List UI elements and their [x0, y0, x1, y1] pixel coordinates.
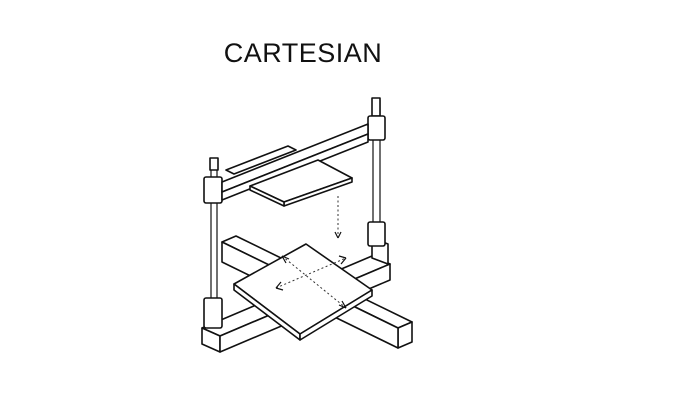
- diagram-title: CARTESIAN: [223, 38, 383, 68]
- top-gantry-plate: [249, 159, 353, 239]
- front-post: [203, 157, 223, 329]
- back-post: [367, 97, 386, 247]
- z-axis-arrow: [334, 196, 342, 239]
- print-bed: [233, 243, 373, 341]
- y-axis-arrows: [281, 255, 347, 309]
- x-axis-arrows: [275, 255, 347, 291]
